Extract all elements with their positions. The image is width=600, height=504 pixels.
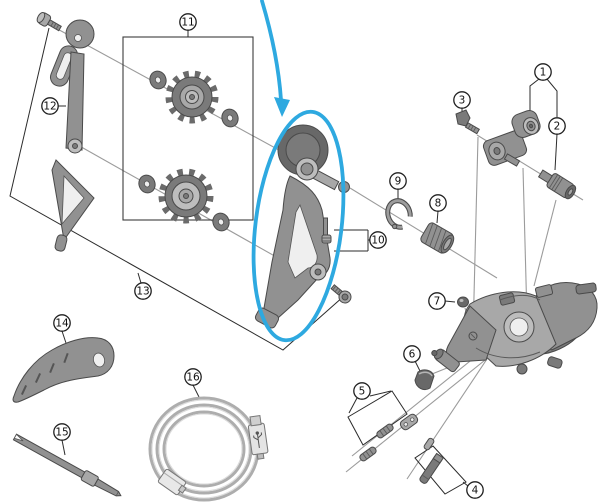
callout-3-label: 3 [459, 95, 466, 107]
plug-connector [157, 468, 187, 496]
part-derailleur-body [431, 282, 598, 375]
part-outer-plate-assembly [254, 124, 352, 329]
part-4-pin-set [419, 437, 444, 484]
part-2-bracket-bolt [537, 169, 577, 200]
part-11-pulley-lower [158, 168, 214, 224]
callout-1-label: 1 [540, 67, 547, 79]
callout-5: 5 [353, 382, 371, 400]
callout-10: 10 [369, 231, 387, 249]
callout-6: 6 [403, 345, 421, 363]
callout-4: 4 [466, 481, 484, 499]
callout-8-label: 8 [435, 198, 442, 210]
highlight-annotation [251, 0, 346, 343]
callout-12-label: 12 [43, 101, 56, 113]
callout-11: 11 [179, 13, 197, 31]
callout-13-label: 13 [136, 286, 149, 298]
callout-16-label: 16 [186, 372, 200, 384]
callout-9-label: 9 [395, 176, 402, 188]
callout-14-label: 14 [55, 318, 69, 330]
part-10-screw [321, 217, 332, 244]
part-9-snap-ring [385, 198, 413, 230]
highlight-arrowhead-icon [274, 97, 290, 117]
callout-14: 14 [53, 314, 71, 332]
highlight-arrow [260, 0, 283, 102]
usb-icon [253, 431, 263, 448]
part-5-adjust-screws [359, 413, 419, 462]
callout-7-label: 7 [434, 296, 441, 308]
callout-12: 12 [41, 97, 59, 115]
callout-8: 8 [429, 194, 447, 212]
part-1-bracket-axle-unit [482, 110, 541, 167]
part-14-guard-plate [12, 337, 115, 403]
part-7-cap [457, 296, 469, 308]
callout-4-label: 4 [472, 485, 479, 497]
part-11-pulley-upper [165, 70, 219, 124]
callout-11-label: 11 [181, 17, 194, 29]
callout-15: 15 [53, 423, 71, 441]
callout-13: 13 [134, 282, 152, 300]
callout-15-label: 15 [55, 427, 68, 439]
callout-7: 7 [428, 292, 446, 310]
group-13-bracket-line [9, 27, 345, 351]
highlight-ellipse [251, 109, 346, 343]
part-cage-bolt [330, 284, 352, 304]
callout-9: 9 [389, 172, 407, 190]
part-6-wedge [414, 369, 435, 391]
callout-3: 3 [453, 91, 471, 109]
callout-2-label: 2 [554, 121, 561, 133]
callout-2: 2 [548, 117, 566, 135]
part-15-tool [12, 433, 122, 497]
callout-6-label: 6 [409, 349, 416, 361]
callout-10-label: 10 [371, 235, 384, 247]
part-11-washers [138, 70, 239, 232]
part-16-charging-cable [148, 396, 269, 502]
part-3-stopper-bolt [455, 109, 480, 135]
callout-5-label: 5 [359, 386, 366, 398]
part-8-spring [420, 222, 455, 254]
group-5-box [347, 390, 408, 446]
usb-connector [247, 414, 269, 460]
callout-1: 1 [534, 63, 552, 81]
callout-16: 16 [184, 368, 202, 386]
group-4-box [414, 445, 467, 495]
part-pulley-bolt [36, 12, 62, 32]
part-12-inner-plate [50, 19, 95, 252]
